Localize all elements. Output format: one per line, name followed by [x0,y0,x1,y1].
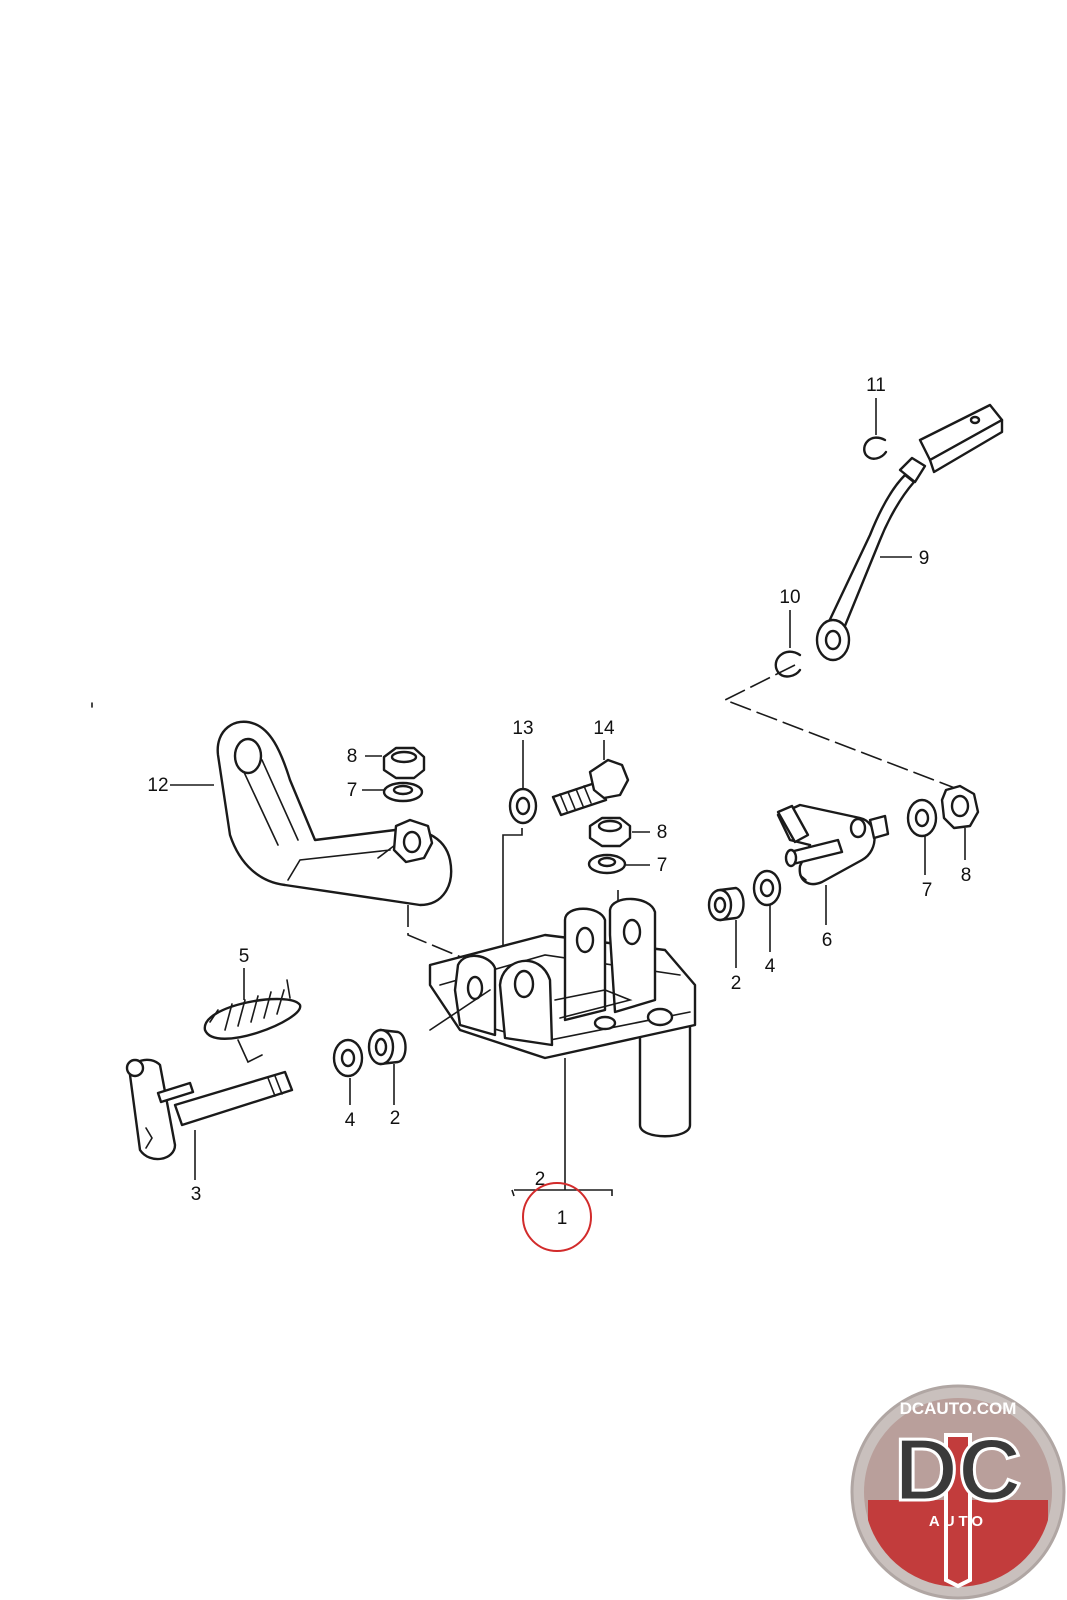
washer-part-4-right[interactable] [752,869,782,907]
nut-part-8-left[interactable] [382,746,426,780]
callout-8-right: 8 [961,865,972,886]
shift-rod-part-9[interactable] [815,403,1004,662]
assembly-line-washer-13 [502,828,523,985]
selector-lever-part-6[interactable] [776,803,890,886]
nut-part-8-middle[interactable] [588,816,632,848]
callout-14: 14 [593,718,615,739]
dcauto-logo: DCAUTO.COM DC AUTO [850,1384,1066,1600]
callout-11: 11 [866,375,886,396]
bolt-part-14[interactable] [551,758,630,817]
spring-part-5[interactable] [203,979,302,1064]
callout-8-left: 8 [347,746,358,767]
callout-9: 9 [919,548,930,569]
washer-part-13[interactable] [508,787,538,825]
nut-part-8-upper[interactable] [392,818,434,864]
callout-10: 10 [779,587,800,608]
washer-part-7-middle[interactable] [587,853,627,875]
callout-7-left: 7 [347,780,358,801]
callout-2-left: 2 [390,1108,401,1129]
callout-3: 3 [191,1184,202,1205]
bushing-part-2-left[interactable] [367,1028,407,1066]
callout-7-middle: 7 [657,855,668,876]
callout-2-bracket: 2 [535,1169,546,1190]
logo-sub-text: AUTO [929,1513,987,1530]
callout-6: 6 [822,930,833,951]
assembly-line-rod [723,664,961,791]
bracket-part-12[interactable] [216,720,453,907]
lever-shaft-part-3[interactable] [125,1058,294,1161]
nut-part-8-right[interactable] [940,784,980,830]
callout-7-right: 7 [922,880,933,901]
assembly-line-bracket [407,905,469,985]
bushing-part-2-right[interactable] [707,886,745,922]
housing-part-1[interactable] [428,897,697,1138]
circlip-part-11[interactable] [863,436,888,460]
callout-12: 12 [147,775,168,796]
callout-13: 13 [512,718,533,739]
logo-mark-text: DC [894,1420,1021,1519]
callout-5: 5 [239,946,250,967]
logo-stripe [944,1433,972,1589]
callout-2-right: 2 [731,973,742,994]
washer-part-7-left[interactable] [382,781,424,803]
logo-site-text: DCAUTO.COM [900,1399,1017,1418]
callout-8-middle: 8 [657,822,668,843]
callout-1: 1 [557,1208,568,1229]
circlip-part-10[interactable] [774,650,802,678]
callout-4-right: 4 [765,956,776,977]
washer-part-7-right[interactable] [906,798,938,838]
callout-4-left: 4 [345,1110,356,1131]
highlight-circle [522,1182,592,1252]
washer-part-4-left[interactable] [332,1038,364,1078]
